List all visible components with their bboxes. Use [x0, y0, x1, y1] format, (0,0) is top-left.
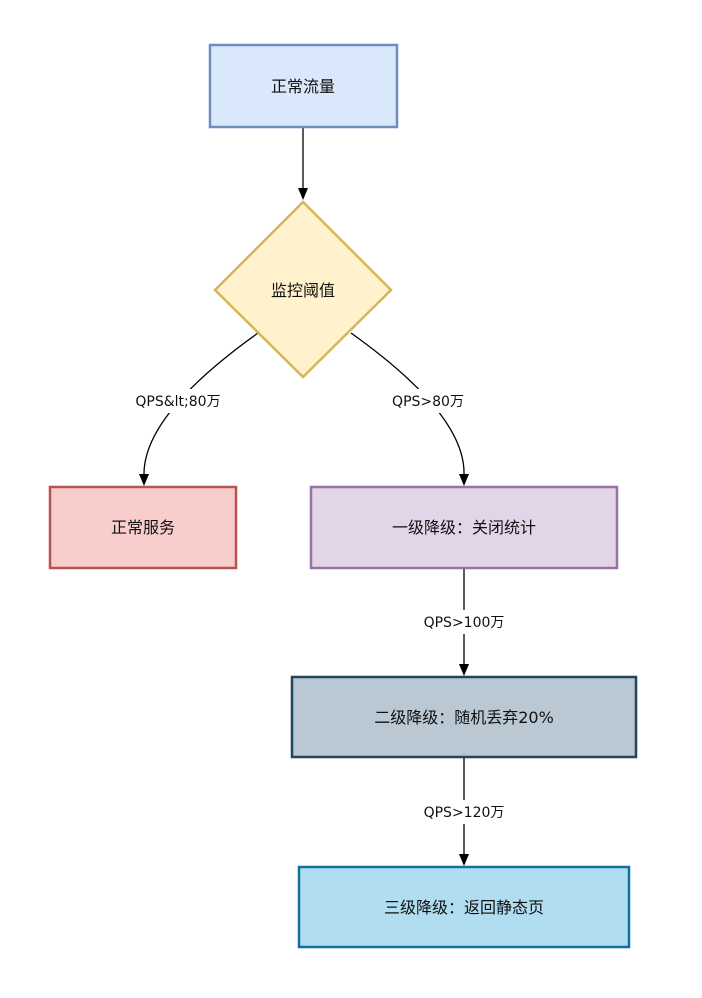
edge-label-text: QPS&lt;80万 — [135, 394, 220, 410]
edge-label-text: QPS>100万 — [424, 615, 505, 631]
node-label: 三级降级：返回静态页 — [384, 898, 544, 917]
node-level3-degrade: 三级降级：返回静态页 — [297, 865, 631, 949]
edge-label-qps-gt-100: QPS>100万 — [414, 610, 514, 634]
edge-label-text: QPS>120万 — [424, 805, 505, 821]
node-box — [297, 865, 631, 949]
node-label: 一级降级：关闭统计 — [392, 518, 536, 537]
node-box — [208, 43, 399, 129]
node-normal-traffic: 正常流量 — [208, 43, 399, 129]
node-level1-degrade: 一级降级：关闭统计 — [309, 485, 619, 570]
edge-label-qps-lt-80: QPS&lt;80万 — [128, 389, 228, 413]
node-normal-service: 正常服务 — [48, 485, 238, 570]
node-box — [309, 485, 619, 570]
node-box — [48, 485, 238, 570]
node-label: 正常流量 — [271, 77, 335, 96]
edge-label-text: QPS>80万 — [392, 394, 464, 410]
arrow-head — [459, 474, 469, 486]
edge-label-qps-gt-80: QPS>80万 — [383, 389, 473, 413]
arrow-head — [459, 854, 469, 866]
arrow-head — [459, 664, 469, 676]
edge-label-qps-gt-120: QPS>120万 — [414, 800, 514, 824]
node-level2-degrade: 二级降级：随机丢弃20% — [290, 675, 638, 759]
node-monitor-threshold: 监控阈值 — [213, 200, 393, 379]
edge-traffic-to-monitor — [298, 127, 308, 200]
decision-diamond — [213, 200, 393, 379]
arrow-head — [298, 188, 308, 200]
node-box — [290, 675, 638, 759]
node-label: 监控阈值 — [271, 281, 335, 300]
node-label: 正常服务 — [111, 518, 175, 537]
arrow-head — [139, 474, 149, 486]
node-label: 二级降级：随机丢弃20% — [374, 708, 554, 727]
